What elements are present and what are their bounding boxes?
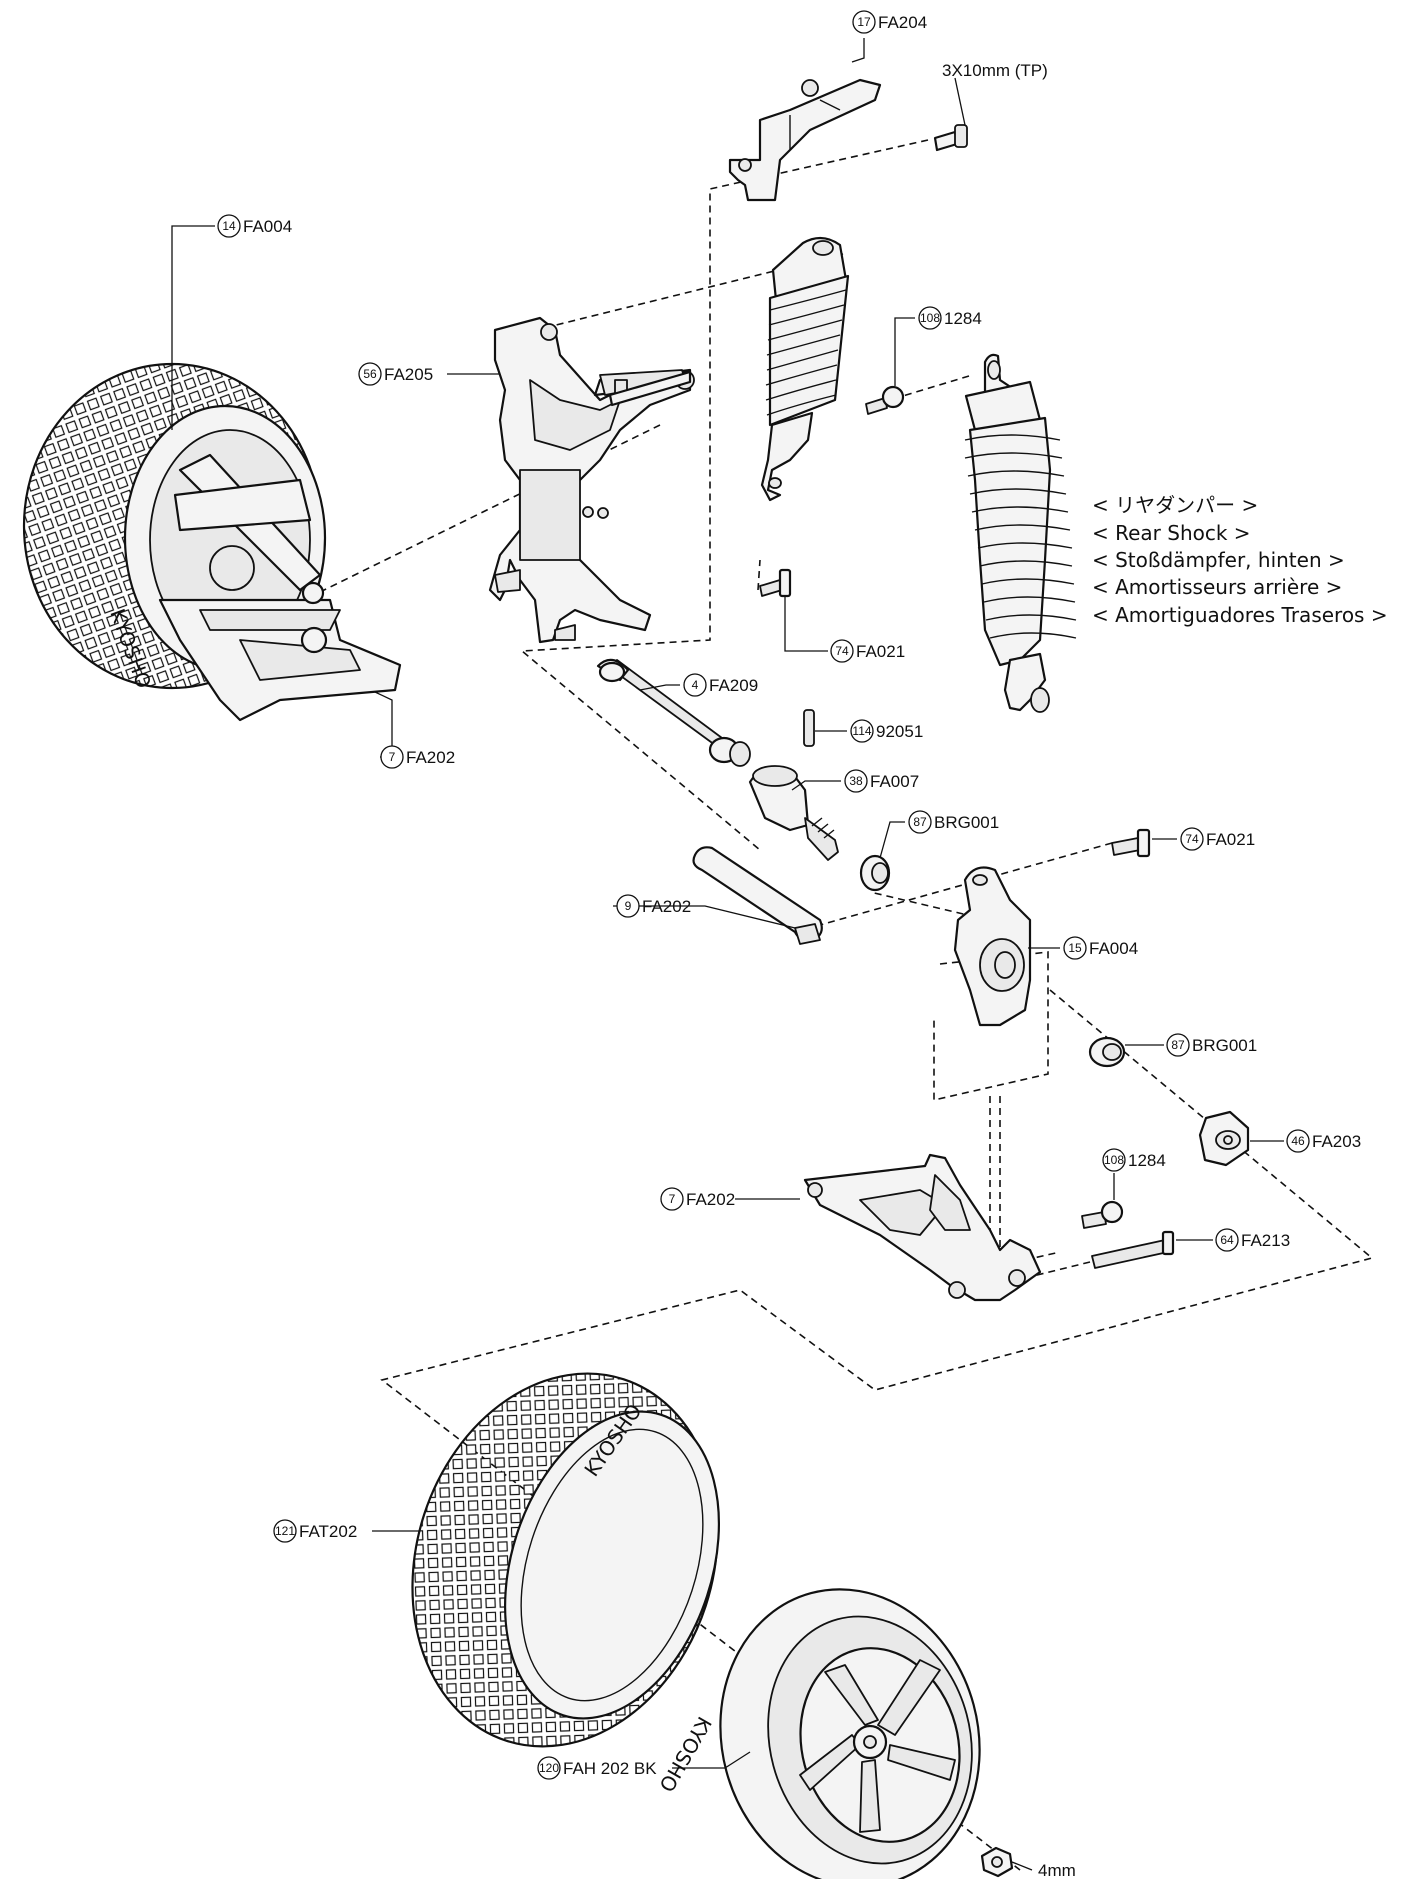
- svg-text:FAT202: FAT202: [299, 1522, 357, 1541]
- callout-fa007: 38 FA007: [844, 769, 919, 793]
- callout-fa021-upper: 74 FA021: [830, 639, 905, 663]
- svg-text:108: 108: [920, 311, 940, 325]
- part-fa004-wheel-assembly: KYOSHO: [22, 362, 402, 722]
- svg-text:< Amortisseurs arrière >: < Amortisseurs arrière >: [1092, 575, 1342, 599]
- callout-fa213: 64 FA213: [1215, 1228, 1290, 1252]
- svg-text:FA021: FA021: [856, 642, 905, 661]
- svg-text:BRG001: BRG001: [934, 813, 999, 832]
- svg-text:46: 46: [1291, 1134, 1305, 1148]
- callout-fah202-bk: 120 FAH 202 BK: [537, 1756, 657, 1780]
- part-fa202-lower-arm: [803, 1153, 1042, 1302]
- svg-text:< Rear Shock >: < Rear Shock >: [1092, 521, 1251, 545]
- svg-text:FA021: FA021: [1206, 830, 1255, 849]
- callout-fa204: 17 FA204: [852, 10, 927, 34]
- svg-text:15: 15: [1068, 941, 1082, 955]
- svg-text:BRG001: BRG001: [1192, 1036, 1257, 1055]
- part-fa205-shock-tower: [488, 316, 695, 644]
- svg-text:9: 9: [625, 899, 632, 913]
- svg-text:FA004: FA004: [243, 217, 292, 236]
- part-fa209-dogbone: [596, 658, 751, 767]
- part-fah202-wheel-rim: [719, 1588, 981, 1879]
- svg-text:3X10mm (TP): 3X10mm (TP): [942, 61, 1048, 80]
- part-rear-shock-left: [760, 236, 850, 502]
- callout-fa004-hub: 15 FA004: [1063, 936, 1138, 960]
- svg-text:< Amortiguadores Traseros >: < Amortiguadores Traseros >: [1092, 603, 1388, 627]
- svg-text:114: 114: [852, 724, 871, 738]
- callout-fa203: 46 FA203: [1286, 1129, 1361, 1153]
- tire-brand-bottom: KYOSHO: [654, 1713, 716, 1797]
- callout-fa202-link: 9 FA202: [616, 894, 691, 918]
- part-fa202-link: [692, 846, 823, 945]
- callout-brg001-lower: 87 BRG001: [1166, 1033, 1257, 1057]
- svg-text:FA202: FA202: [686, 1190, 735, 1209]
- svg-text:1284: 1284: [944, 309, 982, 328]
- svg-text:121: 121: [275, 1524, 295, 1538]
- svg-text:FA202: FA202: [406, 748, 455, 767]
- part-fa204-brace: [728, 78, 882, 202]
- part-fa004-hub-carrier: [953, 866, 1032, 1027]
- svg-text:56: 56: [363, 367, 377, 381]
- svg-text:< Stoßdämpfer, hinten >: < Stoßdämpfer, hinten >: [1092, 548, 1345, 572]
- part-fat202-tire: KYOSHO KYOSHO: [411, 1372, 721, 1797]
- part-fa203-hex-hub: [1198, 1110, 1250, 1167]
- svg-text:120: 120: [539, 1761, 559, 1775]
- callout-fa004-wheel: 14 FA004: [217, 214, 292, 238]
- part-1284-ball-stud-upper: [865, 385, 905, 415]
- rear-shock-caption: < リヤダンパー > < Rear Shock > < Stoßdämpfer,…: [1092, 493, 1388, 627]
- svg-text:38: 38: [849, 774, 863, 788]
- svg-text:64: 64: [1220, 1233, 1234, 1247]
- callout-fa209: 4 FA209: [683, 673, 758, 697]
- part-rear-shock-right: [964, 353, 1077, 713]
- svg-text:92051: 92051: [876, 722, 923, 741]
- svg-text:FA205: FA205: [384, 365, 433, 384]
- svg-text:FA204: FA204: [878, 13, 927, 32]
- svg-text:FA209: FA209: [709, 676, 758, 695]
- svg-text:< リヤダンパー >: < リヤダンパー >: [1092, 493, 1258, 517]
- part-fa007-axle: [748, 765, 839, 861]
- callout-1284-upper: 108 1284: [918, 306, 982, 330]
- svg-text:14: 14: [222, 219, 236, 233]
- part-brg001-bearing-upper: [859, 854, 891, 892]
- svg-text:74: 74: [835, 644, 849, 658]
- callout-fa021-lower: 74 FA021: [1180, 827, 1255, 851]
- svg-text:FAH 202 BK: FAH 202 BK: [563, 1759, 657, 1778]
- svg-text:4mm: 4mm: [1038, 1861, 1076, 1879]
- part-1284-ball-stud-lower: [1081, 1200, 1124, 1229]
- part-fa021-pin-upper: [759, 568, 792, 598]
- svg-text:4: 4: [692, 678, 699, 692]
- callouts: 17 FA204 3X10mm (TP) 14 FA004 56 FA205 1…: [217, 10, 1361, 1879]
- svg-text:7: 7: [389, 750, 396, 764]
- svg-text:FA202: FA202: [642, 897, 691, 916]
- part-brg001-bearing-lower: [1088, 1036, 1126, 1068]
- callout-fa202-upper-arm: 7 FA202: [380, 745, 455, 769]
- callout-fa205: 56 FA205: [358, 362, 433, 386]
- svg-text:FA007: FA007: [870, 772, 919, 791]
- callout-92051: 114 92051: [850, 719, 923, 743]
- svg-text:87: 87: [1171, 1038, 1185, 1052]
- part-fa021-pin-lower: [1111, 828, 1151, 858]
- callout-1284-lower: 108 1284: [1102, 1148, 1166, 1172]
- part-fa213-hinge-pin: [1091, 1230, 1175, 1269]
- svg-text:FA203: FA203: [1312, 1132, 1361, 1151]
- part-92051-pin: [803, 709, 815, 747]
- part-4mm-nut: [980, 1846, 1014, 1878]
- leader-lines: [171, 38, 1284, 1871]
- svg-text:87: 87: [913, 815, 927, 829]
- svg-text:74: 74: [1185, 832, 1199, 846]
- svg-text:108: 108: [1104, 1153, 1124, 1167]
- callout-4mm-nut: 4mm: [1038, 1861, 1076, 1879]
- svg-text:7: 7: [669, 1192, 676, 1206]
- svg-text:FA004: FA004: [1089, 939, 1138, 958]
- callout-brg001-upper: 87 BRG001: [908, 810, 999, 834]
- callout-3x10mm-tp: 3X10mm (TP): [942, 61, 1048, 80]
- callout-fa202-lower-arm: 7 FA202: [660, 1187, 735, 1211]
- callout-fat202: 121 FAT202: [273, 1519, 357, 1543]
- svg-text:FA213: FA213: [1241, 1231, 1290, 1250]
- part-3x10-screw: [933, 124, 968, 152]
- svg-text:17: 17: [857, 15, 871, 29]
- svg-text:1284: 1284: [1128, 1151, 1166, 1170]
